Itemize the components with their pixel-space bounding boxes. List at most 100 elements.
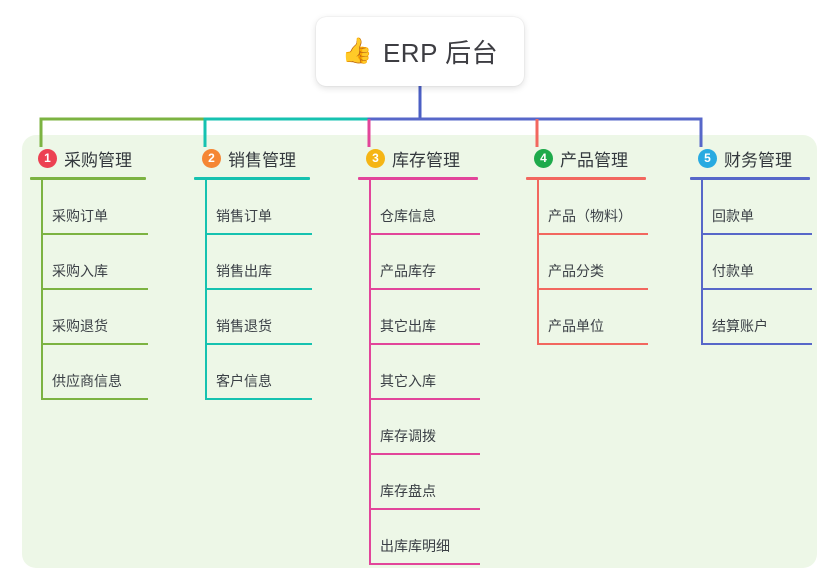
column-item[interactable]: 产品库存	[358, 235, 508, 290]
column-item-label: 其它出库	[380, 318, 436, 334]
column-title: 采购管理	[64, 150, 132, 170]
column-item-label: 销售退货	[216, 318, 272, 334]
column-销售管理: 2 销售管理销售订单销售出库销售退货客户信息	[194, 145, 340, 400]
column-item-label: 产品（物料）	[548, 208, 632, 224]
column-财务管理: 5 财务管理回款单付款单结算账户	[690, 145, 839, 345]
column-title: 销售管理	[228, 150, 296, 170]
column-item-rule	[42, 343, 148, 345]
column-item[interactable]: 出库库明细	[358, 510, 508, 565]
column-items: 采购订单采购入库采购退货供应商信息	[30, 180, 176, 400]
column-item-label: 销售订单	[216, 208, 272, 224]
column-header-rule	[358, 177, 478, 180]
column-item-label: 结算账户	[712, 318, 768, 334]
column-item-rule	[370, 288, 480, 290]
column-item-rule	[370, 398, 480, 400]
column-number-badge: 1	[38, 148, 57, 168]
column-item-rule	[42, 288, 148, 290]
column-item-rule	[702, 233, 812, 235]
column-item[interactable]: 付款单	[690, 235, 839, 290]
column-spine	[205, 180, 207, 400]
column-item[interactable]: 供应商信息	[30, 345, 176, 400]
column-item[interactable]: 库存调拨	[358, 400, 508, 455]
column-header-rule	[194, 177, 310, 180]
column-item[interactable]: 回款单	[690, 180, 839, 235]
root-node-label: ERP 后台	[382, 38, 499, 68]
column-item[interactable]: 采购退货	[30, 290, 176, 345]
diagram-panel	[22, 135, 817, 568]
column-库存管理: 3 库存管理仓库信息产品库存其它出库其它入库库存调拨库存盘点出库库明细	[358, 145, 508, 565]
column-item-rule	[370, 563, 480, 565]
column-item-label: 出库库明细	[380, 538, 450, 554]
column-spine	[41, 180, 43, 400]
column-item-rule	[538, 233, 648, 235]
column-item[interactable]: 销售出库	[194, 235, 340, 290]
column-title: 产品管理	[560, 150, 628, 170]
column-item[interactable]: 其它入库	[358, 345, 508, 400]
column-item-rule	[538, 288, 648, 290]
column-item-rule	[702, 343, 812, 345]
column-item[interactable]: 产品分类	[526, 235, 676, 290]
column-item[interactable]: 采购入库	[30, 235, 176, 290]
column-number-badge: 2	[202, 148, 221, 168]
column-item-rule	[206, 398, 312, 400]
column-header[interactable]: 2 销售管理	[194, 145, 340, 171]
column-number-badge: 4	[534, 148, 553, 168]
column-item-rule	[370, 343, 480, 345]
column-number-badge: 3	[366, 148, 385, 168]
column-item-label: 销售出库	[216, 263, 272, 279]
column-header[interactable]: 5 财务管理	[690, 145, 839, 171]
column-item-label: 采购订单	[52, 208, 108, 224]
column-item-label: 库存盘点	[380, 483, 436, 499]
column-item[interactable]: 客户信息	[194, 345, 340, 400]
column-item-rule	[370, 453, 480, 455]
column-采购管理: 1 采购管理采购订单采购入库采购退货供应商信息	[30, 145, 176, 400]
column-item[interactable]: 其它出库	[358, 290, 508, 345]
column-item[interactable]: 产品单位	[526, 290, 676, 345]
column-title: 库存管理	[392, 150, 460, 170]
column-item-label: 其它入库	[380, 373, 436, 389]
column-item-label: 采购退货	[52, 318, 108, 334]
column-item[interactable]: 库存盘点	[358, 455, 508, 510]
column-item[interactable]: 产品（物料）	[526, 180, 676, 235]
column-item[interactable]: 仓库信息	[358, 180, 508, 235]
column-item-rule	[702, 288, 812, 290]
column-item-label: 产品单位	[548, 318, 604, 334]
column-item[interactable]: 销售订单	[194, 180, 340, 235]
column-产品管理: 4 产品管理产品（物料） 产品分类产品单位	[526, 145, 676, 345]
column-item-label: 仓库信息	[380, 208, 436, 224]
thumbs-up-icon: 👍	[341, 37, 373, 65]
column-number-badge: 5	[698, 148, 717, 168]
column-item-rule	[370, 508, 480, 510]
column-items: 销售订单销售出库销售退货客户信息	[194, 180, 340, 400]
column-item-label: 产品库存	[380, 263, 436, 279]
column-item-label: 产品分类	[548, 263, 604, 279]
column-item-label: 库存调拨	[380, 428, 436, 444]
column-item[interactable]: 采购订单	[30, 180, 176, 235]
column-item-rule	[206, 343, 312, 345]
column-item[interactable]: 结算账户	[690, 290, 839, 345]
column-item[interactable]: 销售退货	[194, 290, 340, 345]
column-spine	[537, 180, 539, 345]
column-item-label: 付款单	[712, 263, 754, 279]
column-title: 财务管理	[724, 150, 792, 170]
column-item-label: 回款单	[712, 208, 754, 224]
column-item-label: 供应商信息	[52, 373, 122, 389]
column-items: 仓库信息产品库存其它出库其它入库库存调拨库存盘点出库库明细	[358, 180, 508, 565]
column-item-rule	[42, 233, 148, 235]
column-header-rule	[30, 177, 146, 180]
column-items: 回款单付款单结算账户	[690, 180, 839, 345]
column-spine	[369, 180, 371, 565]
root-node[interactable]: 👍 ERP 后台	[316, 17, 524, 86]
column-spine	[701, 180, 703, 345]
column-header[interactable]: 1 采购管理	[30, 145, 176, 171]
column-header[interactable]: 4 产品管理	[526, 145, 676, 171]
column-item-rule	[42, 398, 148, 400]
column-header-rule	[690, 177, 810, 180]
column-header[interactable]: 3 库存管理	[358, 145, 508, 171]
column-item-rule	[370, 233, 480, 235]
column-item-rule	[538, 343, 648, 345]
column-item-rule	[206, 288, 312, 290]
column-header-rule	[526, 177, 646, 180]
column-items: 产品（物料） 产品分类产品单位	[526, 180, 676, 345]
